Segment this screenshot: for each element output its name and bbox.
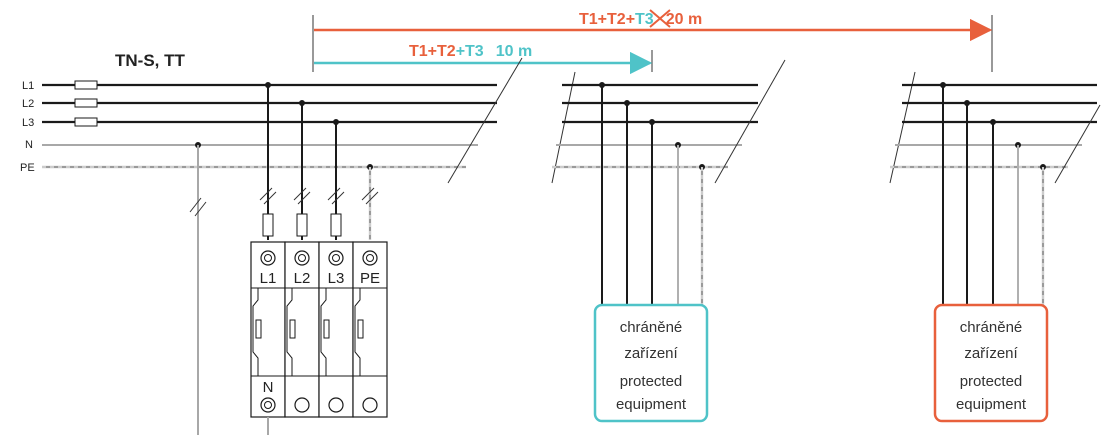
conductor-label-n: N bbox=[25, 139, 33, 151]
fuse-icon bbox=[74, 117, 98, 127]
screw-terminal-icon bbox=[294, 250, 310, 266]
spd-terminal-label-l3: L3 bbox=[328, 270, 345, 287]
equipment-label-en-1: protected bbox=[960, 373, 1023, 390]
spd-terminal-label-l2: L2 bbox=[294, 270, 311, 287]
equipment-label-en-2: equipment bbox=[956, 396, 1027, 413]
busbar-segment-mid bbox=[551, 59, 786, 305]
fuse-icon bbox=[262, 213, 274, 237]
protected-equipment-box-near: chráněné zařízení protected equipment bbox=[593, 303, 709, 423]
conductor-label-l1: L1 bbox=[22, 80, 34, 92]
fuse-icon bbox=[74, 98, 98, 108]
neutral-drop bbox=[189, 145, 207, 435]
crossed-out-mark-icon bbox=[649, 9, 671, 28]
fuse-icon bbox=[74, 80, 98, 90]
screw-terminal-icon bbox=[328, 250, 344, 266]
screw-terminal-icon bbox=[362, 250, 378, 266]
fuse-icon bbox=[296, 213, 308, 237]
terminal-icon bbox=[362, 397, 378, 413]
equipment-label-cz-2: zařízení bbox=[624, 345, 678, 362]
equipment-label-cz-1: chráněné bbox=[620, 319, 683, 336]
range-near-label: T1+T2+T3 10 m bbox=[409, 43, 532, 60]
range-near-prefix: T1+T2 bbox=[409, 43, 456, 60]
conductor-label-l3: L3 bbox=[22, 117, 34, 129]
main-busbar bbox=[42, 57, 523, 184]
range-far-label: T1+T2+T3 20 m bbox=[579, 11, 702, 28]
system-label: TN-S, TT bbox=[115, 51, 185, 70]
range-near-distance: 10 m bbox=[496, 43, 532, 60]
equipment-label-en-1: protected bbox=[620, 373, 683, 390]
range-near-indicator: T1+T2+T3 10 m bbox=[314, 43, 653, 75]
conductor-label-l2: L2 bbox=[22, 98, 34, 110]
protected-equipment-box-far: chráněné zařízení protected equipment bbox=[933, 303, 1049, 423]
spd-drops bbox=[259, 85, 379, 240]
range-far-distance: 20 m bbox=[666, 11, 702, 28]
range-far-crossed-t3: T3 bbox=[635, 11, 654, 28]
spd-terminal-label-pe: PE bbox=[360, 270, 380, 287]
busbar-segment-right bbox=[889, 71, 1101, 305]
surge-protection-device: L1 L2 L3 PE N bbox=[250, 241, 388, 418]
terminal-icon bbox=[328, 397, 344, 413]
screw-terminal-icon bbox=[260, 397, 276, 413]
spd-terminal-label-l1: L1 bbox=[260, 270, 277, 287]
conductor-label-pe: PE bbox=[20, 162, 35, 174]
range-far-indicator: T1+T2+T3 20 m bbox=[312, 9, 993, 72]
range-near-suffix: +T3 bbox=[456, 43, 484, 60]
equipment-label-cz-1: chráněné bbox=[960, 319, 1023, 336]
spd-neutral-label: N bbox=[263, 379, 274, 396]
screw-terminal-icon bbox=[260, 250, 276, 266]
range-far-prefix: T1+T2+ bbox=[579, 11, 635, 28]
equipment-label-en-2: equipment bbox=[616, 396, 687, 413]
equipment-label-cz-2: zařízení bbox=[964, 345, 1018, 362]
terminal-icon bbox=[294, 397, 310, 413]
fuse-icon bbox=[330, 213, 342, 237]
